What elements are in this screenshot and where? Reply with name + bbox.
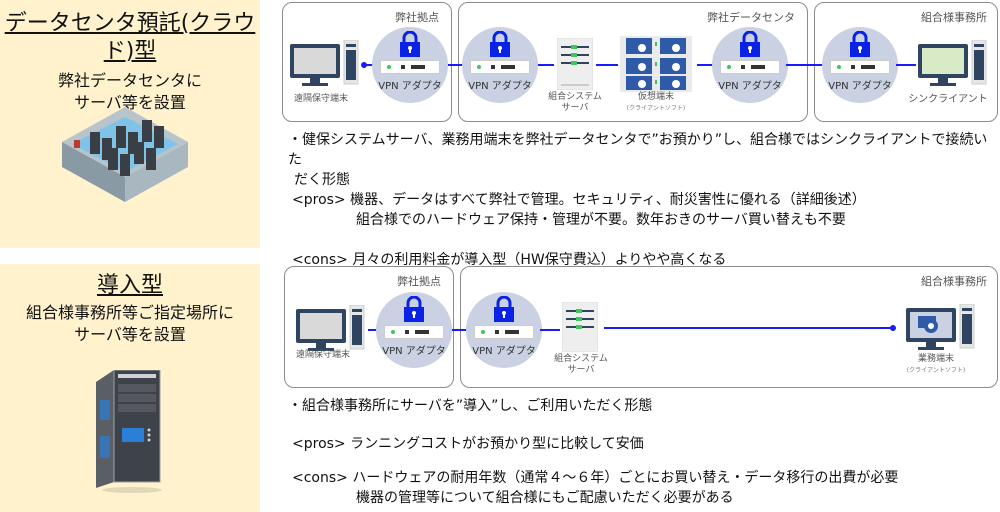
onprem-desc-line1: ・組合様事務所にサーバを”導入”し、ご利用いただく形態: [288, 398, 653, 414]
business-terminal-label-2: (クライアントソフト): [906, 367, 966, 374]
system-server-icon: [557, 38, 593, 90]
vpn-adapter-5: VPN アダプタ: [376, 292, 452, 368]
onprem-cons-2: 機器の管理等について組合様にもご配慮いただく必要がある: [356, 490, 734, 506]
cloud-title: データセンタ預託(クラウド)型: [4, 11, 256, 64]
cons-tag: <cons>: [292, 470, 348, 486]
vpn-adapter-2: VPN アダプタ: [462, 27, 538, 103]
onprem-box-client-label: 組合様事務所: [921, 275, 987, 288]
cloud-pros-2: 組合様でのハードウェア保持・管理が不要。数年おきのサーバ買い替えも不要: [356, 212, 846, 228]
onprem-description: ・組合様事務所にサーバを”導入”し、ご利用いただく形態 <pros> ランニング…: [288, 396, 898, 508]
system-server-label-1: 組合システム: [554, 354, 608, 364]
cloud-panel: データセンタ預託(クラウド)型 弊社データセンタに サーバ等を設置: [0, 0, 260, 248]
link: [540, 329, 560, 331]
cons-tag: <cons>: [292, 252, 348, 268]
cloud-subtitle-1: 弊社データセンタに: [57, 71, 202, 90]
link: [786, 64, 826, 66]
vpn-adapter-6: VPN アダプタ: [466, 292, 542, 368]
onprem-pros-1: ランニングコストがお預かり型に比較して安価: [350, 436, 644, 452]
lock-icon: [740, 31, 760, 57]
remote-terminal-label: 遠隔保守端末: [295, 350, 350, 360]
vpn-device: [384, 325, 444, 339]
lock-icon: [400, 31, 420, 57]
business-terminal-icon: [906, 304, 975, 350]
vpn-label: VPN アダプタ: [472, 346, 536, 357]
onprem-subtitle-2: サーバ等を設置: [74, 325, 186, 344]
remote-terminal-label: 遠隔保守端末: [293, 94, 348, 104]
link: [596, 64, 618, 66]
onprem-panel: 導入型 組合様事務所等ご指定場所に サーバ等を設置: [0, 264, 260, 512]
data-center-illustration: [62, 107, 188, 202]
thin-client-label: シンクライアント: [908, 94, 988, 105]
vpn-device: [830, 60, 890, 74]
virtual-terminal-label-2: (クライアントソフト): [626, 105, 686, 112]
remote-terminal-icon: [296, 305, 365, 351]
system-server-label-2: サーバ: [567, 365, 595, 375]
vpn-device: [470, 60, 530, 74]
pros-tag: <pros>: [292, 192, 346, 208]
vpn-adapter-4: VPN アダプタ: [822, 27, 898, 103]
onprem-box-office-label: 弊社拠点: [397, 275, 441, 288]
vpn-label: VPN アダプタ: [378, 81, 442, 92]
link: [363, 64, 377, 66]
cloud-desc-line1: ・健保システムサーバ、業務用端末を弊社データセンタで”お預かり”し、組合様ではシ…: [288, 132, 988, 168]
link: [368, 329, 382, 331]
system-server-label-2: サーバ: [561, 103, 589, 113]
link: [896, 64, 916, 66]
virtual-terminal-label-1: 仮想端末: [637, 92, 674, 102]
onprem-subtitle-1: 組合様事務所等ご指定場所に: [25, 303, 234, 322]
thin-client-icon: [918, 40, 987, 86]
cloud-box-client-label: 組合様事務所: [921, 11, 987, 24]
remote-terminal-icon: [290, 40, 359, 86]
system-server-label: 組合システム サーバ: [546, 354, 616, 376]
vpn-device: [474, 325, 534, 339]
vpn-label: VPN アダプタ: [382, 346, 446, 357]
vpn-label: VPN アダプタ: [468, 81, 532, 92]
cloud-subtitle-2: サーバ等を設置: [74, 93, 186, 112]
vpn-adapter-1: VPN アダプタ: [372, 27, 448, 103]
cloud-box-office-label: 弊社拠点: [395, 11, 439, 24]
vpn-device: [380, 60, 440, 74]
system-server-icon: [562, 302, 598, 352]
cloud-description: ・健保システムサーバ、業務用端末を弊社データセンタで”お預かり”し、組合様ではシ…: [288, 130, 1000, 270]
cloud-desc-line2: だく形態: [294, 172, 350, 188]
cloud-cons-1: 月々の利用料金が導入型（HW保守費込）よりやや高くなる: [352, 252, 727, 268]
link-dot: [361, 62, 367, 68]
link: [538, 64, 554, 66]
lock-icon: [494, 296, 514, 322]
business-terminal-label: 業務端末 (クライアントソフト): [896, 354, 976, 376]
cloud-pros-1: 機器、データはすべて弊社で管理。セキュリティ、耐災害性に優れる（詳細後述）: [350, 192, 866, 208]
pros-tag: <pros>: [292, 436, 346, 452]
link: [604, 327, 894, 329]
lock-icon: [850, 31, 870, 57]
vpn-device: [720, 60, 780, 74]
business-terminal-label-1: 業務端末: [917, 354, 954, 364]
tower-server-illustration: [96, 370, 162, 493]
lock-icon: [404, 296, 424, 322]
cloud-box-datacenter-label: 弊社データセンタ: [707, 11, 795, 24]
link-dot: [890, 325, 896, 331]
link: [697, 64, 717, 66]
virtual-terminal-label: 仮想端末 (クライアントソフト): [614, 92, 698, 114]
system-server-label: 組合システム サーバ: [540, 92, 610, 114]
system-server-label-1: 組合システム: [548, 92, 602, 102]
vpn-label: VPN アダプタ: [828, 81, 892, 92]
vpn-adapter-3: VPN アダプタ: [712, 27, 788, 103]
vpn-label: VPN アダプタ: [718, 81, 782, 92]
onprem-title: 導入型: [96, 273, 163, 298]
onprem-cons-1: ハードウェアの耐用年数（通常４～６年）ごとにお買い替え・データ移行の出費が必要: [352, 470, 899, 486]
lock-icon: [490, 31, 510, 57]
virtual-terminal-icon: [620, 36, 692, 92]
